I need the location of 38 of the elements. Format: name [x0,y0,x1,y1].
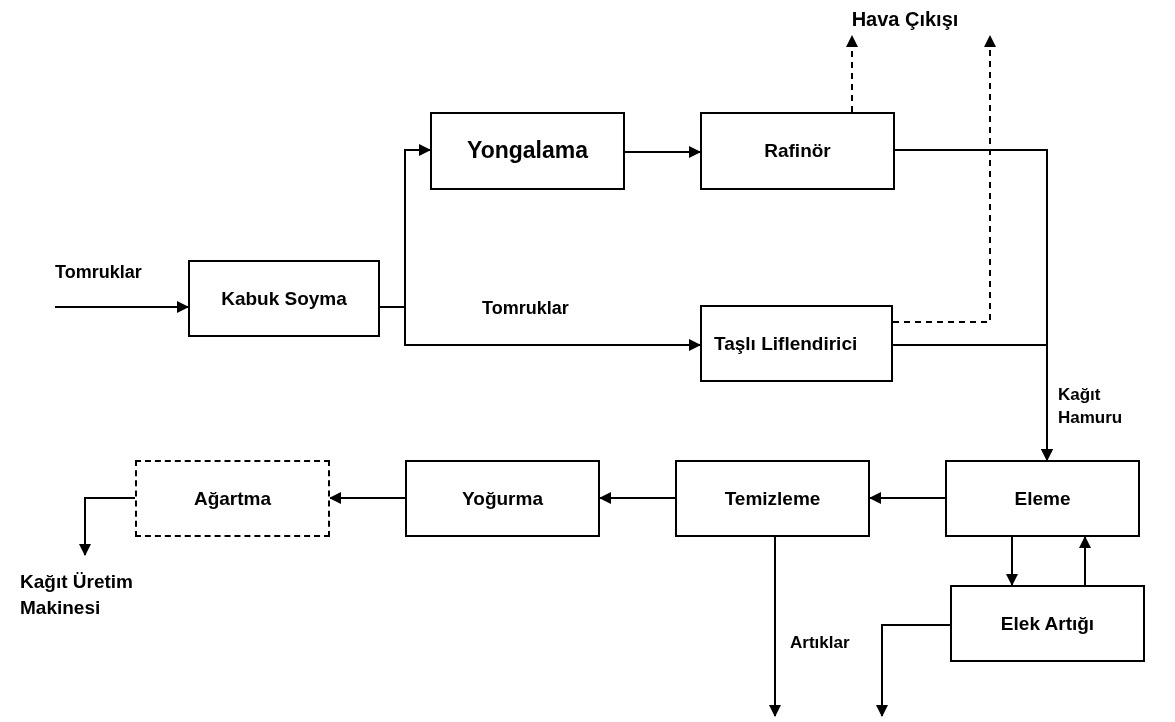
box-label: Taşlı Liflendirici [714,331,858,356]
process-box [188,260,380,337]
box-label: Kabuk Soyma [221,286,347,311]
process-box [950,585,1145,662]
box-label: Yoğurma [462,486,543,511]
process-box [945,460,1140,537]
text-label: Hava Çıkışı [851,6,959,32]
arrow [876,624,951,717]
arrow [869,492,946,504]
arrow [769,536,781,717]
arrow [329,492,406,504]
box-label: Ağartma [193,486,272,511]
arrow [892,344,1053,461]
arrow [54,301,189,313]
arrow [379,306,701,351]
process-box [700,305,893,382]
arrow [1079,536,1091,586]
dashed-arrow [892,35,996,323]
arrow [79,497,136,556]
process-box [700,112,895,190]
box-label: Eleme [1014,486,1071,511]
box-label: Temizleme [724,486,821,511]
edge-label: Artıklar [790,632,850,654]
edge-label: Tomruklar [482,297,569,320]
arrow [599,492,676,504]
box-label: Rafinör [764,139,831,164]
text-label: Kağıt Üretim Makinesi [20,570,134,620]
arrow [1006,536,1018,586]
edge-label: Tomruklar [55,261,142,284]
process-box [405,460,600,537]
dashed-arrow [846,35,858,113]
edge-label: Kağıt Hamuru [1058,384,1124,429]
arrow [624,146,701,158]
box-label: Yongalama [467,136,588,166]
process-box [675,460,870,537]
process-box [430,112,625,190]
dashed-process-box [135,460,330,537]
box-label: Elek Artığı [1000,611,1095,636]
